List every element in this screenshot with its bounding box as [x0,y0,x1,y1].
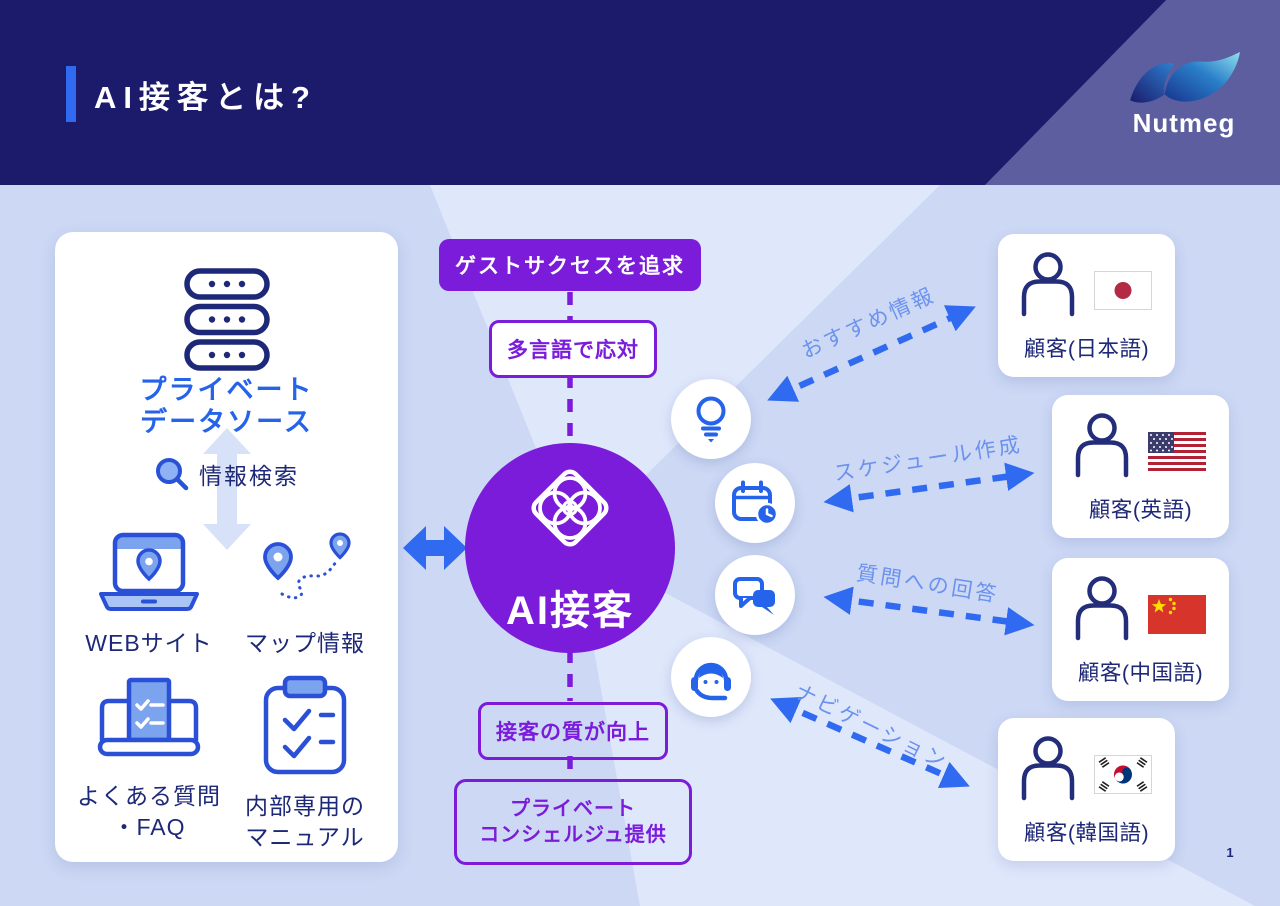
service-circle-recommend [671,379,751,459]
data-item-label-line2: ・FAQ [112,814,186,841]
data-item-manual: 内部専用の マニュアル [225,675,385,853]
quality-box: 接客の質が向上 [478,702,668,760]
customer-card-chinese: 顧客(中国語) [1052,558,1229,701]
data-item-website: WEBサイト [69,532,229,659]
data-item-label: 内部専用の マニュアル [225,791,385,853]
private-data-source-card: プライベート データソース 情報検索 WEBサイト [55,232,398,862]
header-band: AI接客とは? Nutmeg [0,0,1280,185]
data-item-label-line1: よくある質問 [77,783,221,810]
laptop-pin-icon [99,532,199,611]
lightbulb-icon [696,396,726,443]
title-accent-bar [66,66,76,122]
info-search-row: 情報検索 [55,456,398,492]
multilingual-box: 多言語で応対 [489,320,657,378]
info-search-label: 情報検索 [199,463,299,489]
data-item-label-line2: マニュアル [245,824,365,851]
customer-label: 顧客(日本語) [1023,337,1150,361]
calendar-clock-icon [732,480,779,526]
person-icon [1021,252,1075,317]
usa-flag-icon [1148,432,1206,471]
data-item-label-line1: 内部専用の [245,793,365,820]
customer-label: 顧客(英語) [1088,498,1193,522]
person-icon [1075,576,1129,641]
customer-label: 顧客(韓国語) [1023,821,1150,845]
service-circle-navigation [671,637,751,717]
customer-card-english: 顧客(英語) [1052,395,1229,538]
concierge-line1: プライベート [510,798,636,820]
data-source-title-line1: プライベート [139,375,314,405]
china-flag-icon [1148,595,1206,634]
data-item-label: WEBサイト [85,630,213,657]
ai-core-circle: AI接客 [465,443,675,653]
data-source-title: プライベート データソース [55,374,398,439]
page-title: AI接客とは? [94,80,317,115]
clipboard-checklist-icon [263,675,347,775]
service-circle-answer [715,555,795,635]
chat-bubbles-icon [733,577,775,615]
data-item-faq: よくある質問 ・FAQ [69,675,229,843]
person-icon [1075,413,1129,478]
person-icon [1021,736,1075,801]
faq-printer-icon [97,677,201,757]
nutmeg-logo-icon [1130,52,1240,103]
concierge-box: プライベート コンシェルジュ提供 [454,779,692,865]
map-route-icon [263,532,351,600]
service-circle-schedule [715,463,795,543]
page-number: 1 [1226,845,1234,860]
nutmeg-logo-text: Nutmeg [1132,108,1236,138]
data-item-label: よくある質問 ・FAQ [69,781,229,843]
updown-arrow-icon [203,428,251,550]
goal-badge: ゲストサクセスを追求 [439,239,701,291]
japan-flag-icon [1094,271,1152,310]
korea-flag-icon [1094,755,1152,794]
customer-label: 顧客(中国語) [1077,661,1204,685]
concierge-line2: コンシェルジュ提供 [479,824,667,846]
server-stack-icon [184,268,270,371]
flower-logo-icon [531,469,609,547]
customer-card-japanese: 顧客(日本語) [998,234,1175,377]
customer-card-korean: 顧客(韓国語) [998,718,1175,861]
magnifier-icon [156,458,189,491]
data-item-label: マップ情報 [245,630,365,657]
headset-agent-icon [691,662,731,701]
data-item-map: マップ情報 [225,532,385,659]
ai-core-label: AI接客 [506,589,634,633]
